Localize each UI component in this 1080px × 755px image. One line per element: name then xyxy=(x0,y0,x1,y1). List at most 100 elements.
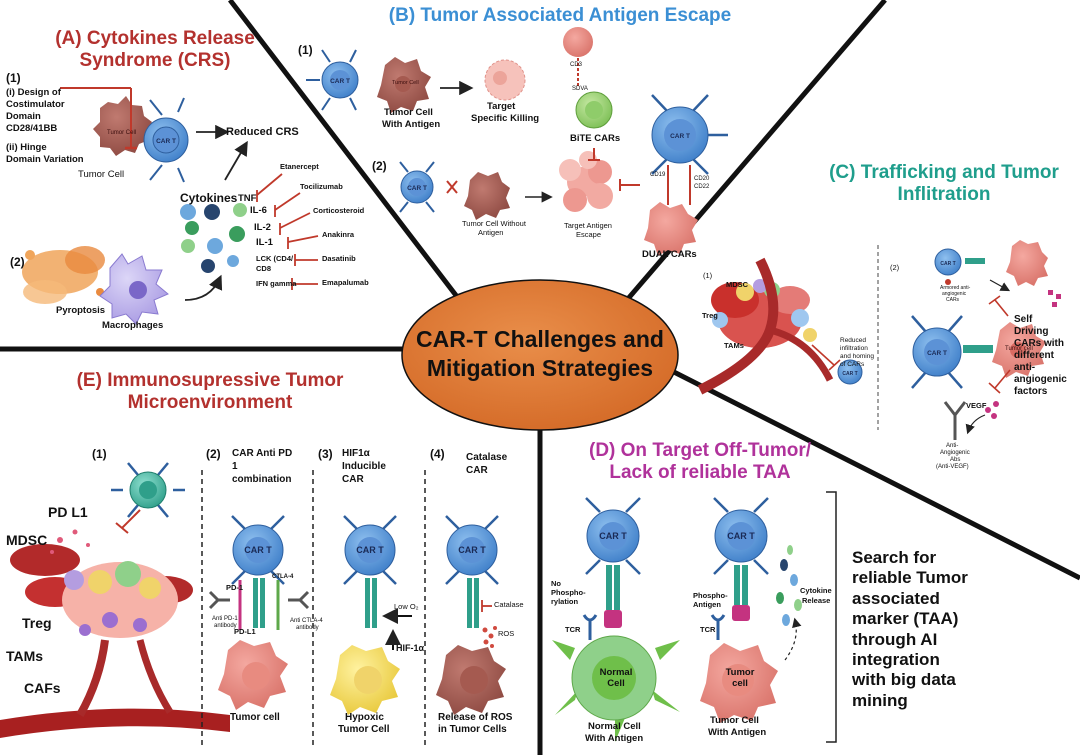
section-e-title-line1: (E) Immunosupressive Tumor xyxy=(76,370,344,391)
anti-pd1-antibody-label: antibody xyxy=(214,623,237,629)
section-e-art: CAR T CAR T xyxy=(0,462,506,745)
section-d-title-line2: Lack of reliable TAA xyxy=(609,462,791,483)
tumor-with-antigen-line2: With Antigen xyxy=(382,119,441,130)
cytokines-label: Cytokines xyxy=(180,191,238,205)
combo-line3: combination xyxy=(232,474,292,485)
reduced-line4: of CARs xyxy=(840,361,865,368)
car-t-cell-icon: CAR T xyxy=(399,161,435,213)
target-killing-line1: Target xyxy=(487,101,516,112)
tumor-cell-icon xyxy=(93,96,152,156)
search-line-2: reliable Tumor xyxy=(852,568,968,588)
search-taa-text: Search for reliable Tumor associated mar… xyxy=(852,548,968,711)
search-line-1: Search for xyxy=(852,548,937,567)
self-driving-line4: different xyxy=(1014,350,1054,361)
section-e-title-line2: Microenvironment xyxy=(127,392,293,413)
cafs-label-e: CAFs xyxy=(24,680,61,696)
anti-ctla4-label: Anti CTLA-4 xyxy=(290,618,323,624)
self-driving-line5: anti- xyxy=(1014,362,1036,373)
anti-ctla4-antibody-label: antibody xyxy=(296,625,319,631)
release-ros-line1: Release of ROS xyxy=(438,712,513,723)
center-ellipse xyxy=(401,279,679,431)
tumor-vessel-icon xyxy=(697,257,834,395)
car-t-cell-icon: CAR T xyxy=(306,49,359,111)
svg-text:CAR T: CAR T xyxy=(407,185,427,192)
design-line4: CD28/41BB xyxy=(6,123,58,134)
self-driving-line6: angiogenic xyxy=(1014,374,1067,385)
tumor-cell-icon xyxy=(436,645,506,715)
mdsc-label-c: MDSC xyxy=(726,280,749,289)
cytokine-lck: LCK (CD4/ xyxy=(256,254,294,263)
search-line-6: integration xyxy=(852,649,940,669)
bite-cars-label: BiTE CARs xyxy=(570,133,621,144)
tumor-cell-inner-label: Tumor Cell xyxy=(107,130,137,136)
section-c-step1: (1) xyxy=(703,271,713,280)
pdl1-label-small: PD-L1 xyxy=(234,627,256,636)
cd20-label: CD20 xyxy=(694,176,710,182)
release-ros-line2: in Tumor Cells xyxy=(438,724,507,735)
phospho-line1: Phospho- xyxy=(693,591,728,600)
design-line2: Costimulator xyxy=(6,99,65,110)
reduced-line1: Reduced xyxy=(840,337,867,344)
car-t-cell-icon: CAR T xyxy=(585,497,641,628)
tumor-cell-icon xyxy=(992,322,1046,378)
macrophage-icon xyxy=(99,253,169,325)
tumor-cell-inner-d: Tumor cell xyxy=(725,667,755,689)
car-t-cell-icon: CAR T xyxy=(231,515,285,630)
tams-label-e: TAMs xyxy=(6,648,44,664)
drug-dasatinib: Dasatinib xyxy=(322,254,356,263)
tumor-cell-label-e: Tumor cell xyxy=(230,712,280,723)
ros-label: ROS xyxy=(498,629,515,638)
anti-vegf-line4: (Anti-VEGF) xyxy=(936,464,969,470)
car-t-cell-icon: CAR T xyxy=(445,515,499,628)
reduced-line3: and homing xyxy=(840,353,874,360)
tumor-with-antigen-line1: Tumor Cell xyxy=(384,107,433,118)
tams-label-c: TAMs xyxy=(724,341,744,350)
svg-text:CAR T: CAR T xyxy=(244,545,272,555)
armored-car-icon: CAR T xyxy=(934,248,985,285)
tumor-cell-tag-b: Tumor Cell xyxy=(392,80,419,86)
pyroptosis-icon xyxy=(22,246,105,304)
hinge-line1: (ii) Hinge xyxy=(6,142,47,153)
section-e-step1: (1) xyxy=(92,447,107,461)
car-t-cell-icon: CAR T xyxy=(713,497,769,621)
anti-vegf-line2: Angiogenic xyxy=(940,450,970,456)
armored-line2: angiogenic xyxy=(942,291,967,297)
section-e-step4: (4) xyxy=(430,447,445,461)
tcr-label-right: TCR xyxy=(700,625,716,634)
pd1-label: PD-1 xyxy=(226,583,244,592)
svg-text:CAR T: CAR T xyxy=(727,531,755,541)
anti-vegf-line1: Anti- xyxy=(946,443,959,449)
antigen-escape-cluster-icon xyxy=(559,151,613,212)
tumor-cell-icon xyxy=(1006,240,1061,307)
target-killing-line2: Specific Killing xyxy=(471,113,540,124)
section-c-title-line2: Inflitration xyxy=(897,184,991,205)
center-title-line1: CAR-T Challenges and xyxy=(416,326,664,352)
dual-cars-label: DUAL CARs xyxy=(642,249,697,260)
reduced-crs-label: Reduced CRS xyxy=(226,126,299,138)
drug-anakinra: Anakinra xyxy=(322,230,355,239)
search-line-4: marker (TAA) xyxy=(852,609,959,629)
car-t-cell-icon: CAR T xyxy=(343,515,397,628)
mdsc-label-e: MDSC xyxy=(6,532,48,548)
svg-text:CAR T: CAR T xyxy=(599,531,627,541)
cytokine-il1: IL-1 xyxy=(256,237,273,248)
anti-pd1-label: Anti PD-1 xyxy=(212,616,238,622)
catalase-car-line1: Catalase xyxy=(466,452,508,463)
svg-text:CAR T: CAR T xyxy=(670,133,690,140)
center-title-line2: Mitigation Strategies xyxy=(426,354,654,381)
phospho-line2: Antigen xyxy=(693,600,721,609)
self-driving-line2: Driving xyxy=(1014,326,1049,337)
self-driving-line7: factors xyxy=(1014,386,1048,397)
svg-text:CAR T: CAR T xyxy=(458,545,486,555)
section-e-step3: (3) xyxy=(318,447,333,461)
svg-text:CAR T: CAR T xyxy=(927,350,947,357)
tumor-cell-icon xyxy=(377,57,431,113)
section-a-step1: (1) xyxy=(6,71,21,85)
normal-cell-icon xyxy=(552,614,680,742)
section-b-art: CAR T CAR T xyxy=(306,27,728,256)
treg-label-c: Treg xyxy=(702,311,718,320)
hypoxic-tumor-icon xyxy=(330,645,400,715)
drug-emapalumab: Emapalumab xyxy=(322,278,369,287)
